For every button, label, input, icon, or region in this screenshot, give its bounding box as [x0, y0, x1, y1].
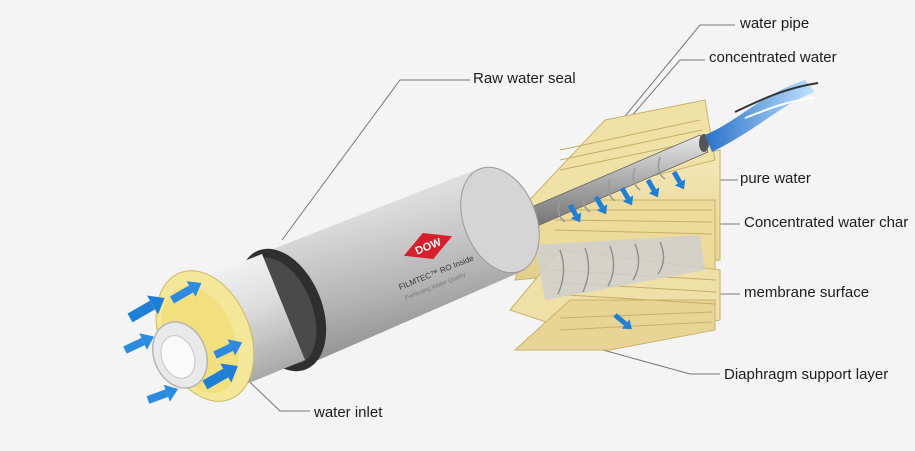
dow-logo: DOW [403, 233, 453, 259]
label-water-pipe: water pipe [740, 15, 810, 32]
flow-arrow-icon [127, 295, 165, 323]
flow-arrow-icon [593, 195, 608, 215]
flow-arrow-icon [567, 203, 582, 223]
label-water-inlet: water inlet [314, 404, 383, 421]
flow-arrow-icon [619, 186, 634, 206]
label-concentrated-water-channel: Concentrated water char [744, 214, 909, 231]
permeate-arrows [567, 170, 686, 330]
flow-arrow-icon [202, 363, 238, 390]
leader-diaphragm [584, 344, 720, 375]
label-diaphragm-support-layer: Diaphragm support layer [724, 366, 889, 383]
label-membrane-surface: membrane surface [744, 284, 870, 301]
flow-arrow-icon [170, 281, 202, 304]
flow-arrow-icon [213, 339, 243, 359]
flow-arrow-icon [645, 178, 660, 198]
housing [151, 166, 540, 402]
pure-water-outflow [705, 80, 819, 152]
flow-arrow-icon [123, 333, 155, 354]
inflow-arrows [123, 281, 243, 404]
flow-arrow-icon [146, 384, 179, 404]
flow-arrow-icon [671, 170, 686, 190]
label-raw-water-seal: Raw water seal [473, 70, 576, 87]
label-concentrated-water: concentrated water [709, 49, 837, 66]
leader-raw-water-seal [281, 79, 470, 241]
flow-arrow-icon [613, 313, 632, 330]
label-pure-water: pure water [740, 170, 811, 187]
